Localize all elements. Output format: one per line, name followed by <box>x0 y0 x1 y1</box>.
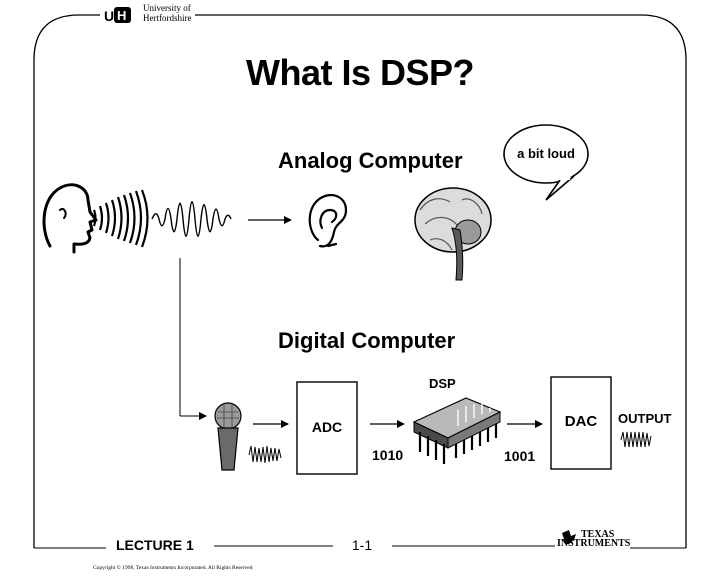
page-number: 1-1 <box>351 537 373 553</box>
ear-icon <box>308 193 348 248</box>
dsp-chip-icon <box>412 397 502 464</box>
copyright-notice: Copyright © 1998, Texas Instruments Inco… <box>93 565 253 571</box>
ti-logo-icon <box>562 530 576 544</box>
frame-left-edge <box>33 14 100 548</box>
input-waveform-small <box>248 445 282 464</box>
university-line-1: University of <box>143 3 191 13</box>
speech-bubble <box>503 124 589 201</box>
logo-h: H <box>117 8 126 23</box>
adc-label: ADC <box>311 419 343 435</box>
speech-bubble-text: a bit loud <box>517 146 575 161</box>
output-waveform <box>620 431 652 448</box>
frame-right-edge <box>195 14 687 548</box>
ti-wordmark-line-2: Instruments <box>557 538 631 549</box>
arrow-adc-to-dsp <box>370 420 405 428</box>
arrow-mic-to-adc <box>253 420 289 428</box>
binary-in-label: 1010 <box>372 447 404 463</box>
analog-waveform <box>151 201 232 237</box>
speaking-head-icon <box>42 183 98 254</box>
ti-wordmark: Texas Instruments <box>557 529 630 549</box>
microphone-icon <box>214 402 242 471</box>
analog-heading: Analog Computer <box>278 148 463 173</box>
arrow-dsp-to-dac <box>507 420 543 428</box>
logo-u: U <box>104 8 114 24</box>
slide-title: What Is DSP? <box>245 52 475 93</box>
connector-to-mic <box>179 258 207 420</box>
dac-box <box>550 376 612 470</box>
adc-box <box>296 381 358 475</box>
dac-label: DAC <box>564 413 598 430</box>
university-line-2: Hertfordshire <box>143 13 192 23</box>
binary-out-label: 1001 <box>504 448 536 464</box>
arrow-to-ear <box>248 216 292 224</box>
uh-logo: U H <box>104 7 131 24</box>
lecture-label: LECTURE 1 <box>116 537 194 553</box>
output-label: OUTPUT <box>618 411 672 426</box>
brain-icon <box>414 187 492 281</box>
university-name: University of Hertfordshire <box>143 3 191 23</box>
dsp-label: DSP <box>429 376 456 391</box>
ti-wordmark-line-1: Texas <box>581 529 615 540</box>
digital-heading: Digital Computer <box>278 328 456 353</box>
sound-wave-icon <box>92 189 149 248</box>
